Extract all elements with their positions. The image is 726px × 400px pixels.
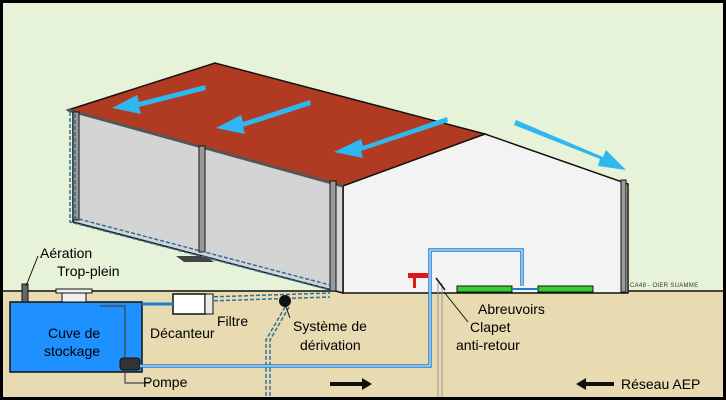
rain-arrow-icon [112,85,626,170]
check-valve [408,273,428,278]
post-middle [198,145,206,253]
label-trop-plein: Trop-plein [57,263,120,279]
label-aeration-leader [25,255,39,287]
post-right [329,180,337,292]
supply-pipe-inner [140,249,523,367]
flow-arrow-right-icon [330,378,372,390]
trough-left [456,285,513,293]
credit-text: CA48 - OIER SUAMME [630,283,698,289]
pump [119,357,141,371]
decanter [172,293,206,315]
clapet-marker [435,277,446,291]
label-cuve-line1: Cuve de [48,325,100,341]
check-valve-stem [413,276,416,288]
label-clapet-leader [443,291,469,323]
label-abreuvoirs: Abreuvoirs [478,301,545,317]
label-systeme-line2: dérivation [300,337,361,353]
flow-arrow-left-icon [576,378,614,390]
label-systeme-leader [285,306,291,319]
overflow-pipe [100,305,150,384]
filter [204,293,214,315]
derivation-pipe [265,306,286,397]
label-clapet-line2: anti-retour [456,337,520,353]
aeration-pipe [21,283,29,303]
label-decanteur: Décanteur [150,325,215,341]
tank-manhole-cover [55,288,93,294]
collection-pipe [69,112,331,302]
label-clapet-line1: Clapet [470,319,511,335]
label-reseau: Réseau AEP [621,376,700,392]
trough-right [537,285,594,293]
label-pompe: Pompe [143,374,188,390]
post-gable-end [620,179,627,293]
label-filtre: Filtre [217,313,248,329]
label-aeration: Aération [40,245,92,261]
label-systeme-line1: Système de [293,318,367,334]
label-cuve-line2: stockage [44,343,100,359]
derivation-pipe-2 [269,306,290,397]
derivation-node [279,295,291,307]
post-left [72,111,80,221]
